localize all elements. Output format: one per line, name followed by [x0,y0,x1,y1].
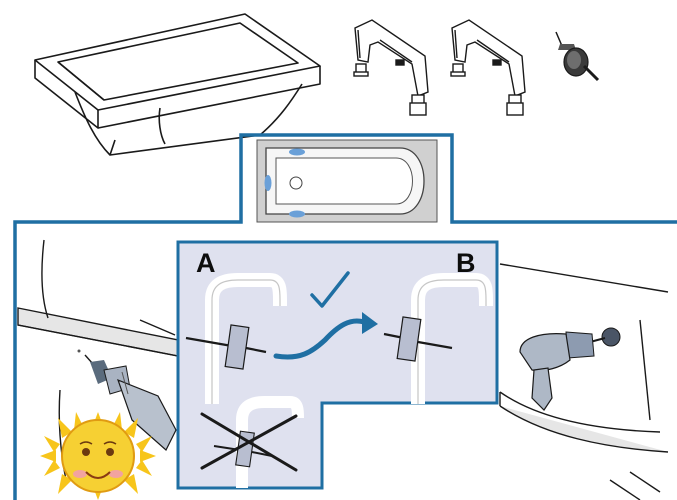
panel-b-label: B [456,248,476,278]
pipe-drill-a [185,273,287,404]
panel-a-label: A [196,248,216,278]
drill-icon [519,327,621,411]
bathtub-topview-icon [256,139,438,223]
pipe-drill-b [383,273,493,404]
drill-icon [77,349,177,451]
sun-logo [40,412,156,500]
instruction-frame [13,133,677,500]
checkmark-icon [310,271,350,308]
right-scene [499,263,669,500]
support-leg-icon [450,19,526,116]
support-leg-icon [353,19,429,116]
cross-icon [200,412,298,472]
hole-saw-icon [555,31,600,82]
pipe-drill-wrong [213,396,304,488]
curved-arrow [273,312,378,360]
bathtub-icon [34,13,321,156]
